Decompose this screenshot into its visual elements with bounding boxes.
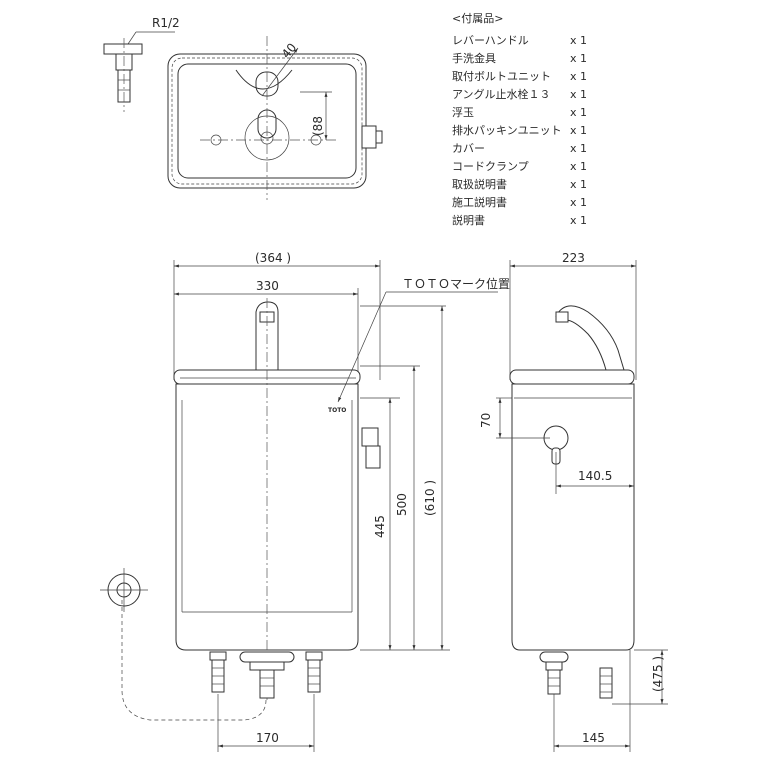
accessory-qty: x 1 bbox=[570, 178, 587, 191]
accessory-qty: x 1 bbox=[570, 52, 587, 65]
top-view: R1/2 40 (88 bbox=[103, 16, 383, 200]
dim-364: (364 ) bbox=[255, 251, 291, 265]
front-view: (364 ) 330 ＴＯＴＯマーク位置 TOTO 445 50 bbox=[100, 251, 510, 752]
dim-330: 330 bbox=[256, 279, 279, 293]
dim-500: 500 bbox=[395, 493, 409, 516]
accessory-qty: x 1 bbox=[570, 88, 587, 101]
dim-610: (610 ) bbox=[423, 480, 437, 516]
supply-pipe bbox=[121, 600, 267, 721]
accessory-name: カバー bbox=[452, 142, 485, 155]
tank-body-front bbox=[175, 383, 359, 651]
bottom-fittings-side bbox=[539, 651, 613, 699]
accessory-name: 施工説明書 bbox=[452, 195, 507, 209]
accessories-title: <付属品> bbox=[452, 12, 503, 25]
dim-170: 170 bbox=[256, 731, 279, 745]
dim-88: (88 bbox=[311, 116, 325, 136]
accessory-name: 取扱説明書 bbox=[452, 177, 507, 191]
accessories-list: <付属品> レバーハンドル x 1 手洗金具 x 1 取付ボルトユニット x 1 アングル止… bbox=[452, 12, 587, 227]
accessory-name: コードクランプ bbox=[452, 160, 529, 173]
accessory-name: 排水パッキンユニット bbox=[452, 123, 562, 137]
accessory-qty: x 1 bbox=[570, 142, 587, 155]
accessory-qty: x 1 bbox=[570, 124, 587, 137]
dim-445: 445 bbox=[373, 515, 387, 538]
accessories-items: レバーハンドル x 1 手洗金具 x 1 取付ボルトユニット x 1 アングル止水栓１３ x … bbox=[452, 34, 587, 227]
tank-lid-side bbox=[509, 369, 635, 385]
lever-handle-front bbox=[361, 427, 379, 447]
accessory-qty: x 1 bbox=[570, 106, 587, 119]
accessory-name: レバーハンドル bbox=[452, 34, 529, 47]
toto-logo: TOTO bbox=[328, 407, 346, 414]
accessory-name: 浮玉 bbox=[452, 106, 474, 119]
fitting-r12: R1/2 bbox=[103, 16, 180, 112]
accessory-name: 手洗金具 bbox=[452, 51, 496, 65]
tank-body-side bbox=[511, 383, 635, 651]
dim-475: (475 ) bbox=[651, 656, 665, 692]
accessory-qty: x 1 bbox=[570, 160, 587, 173]
dim-140-5: 140.5 bbox=[578, 469, 612, 483]
accessory-qty: x 1 bbox=[570, 214, 587, 227]
side-view: 223 70 140.5 bbox=[479, 251, 668, 752]
accessory-name: アングル止水栓１３ bbox=[452, 87, 551, 101]
dim-40: 40 bbox=[279, 40, 300, 61]
bottom-fittings-front bbox=[209, 651, 323, 699]
toto-mark-label: ＴＯＴＯマーク位置 bbox=[402, 276, 510, 291]
accessory-qty: x 1 bbox=[570, 70, 587, 83]
side-lever-top bbox=[361, 125, 377, 149]
dim-145: 145 bbox=[582, 731, 605, 745]
thread-label: R1/2 bbox=[152, 16, 180, 30]
basin-curve bbox=[235, 69, 293, 90]
dim-70: 70 bbox=[479, 413, 493, 428]
accessory-qty: x 1 bbox=[570, 196, 587, 209]
accessory-name: 取付ボルトユニット bbox=[452, 70, 551, 83]
accessory-name: 説明書 bbox=[452, 213, 485, 227]
accessory-qty: x 1 bbox=[570, 34, 587, 47]
dim-223: 223 bbox=[562, 251, 585, 265]
